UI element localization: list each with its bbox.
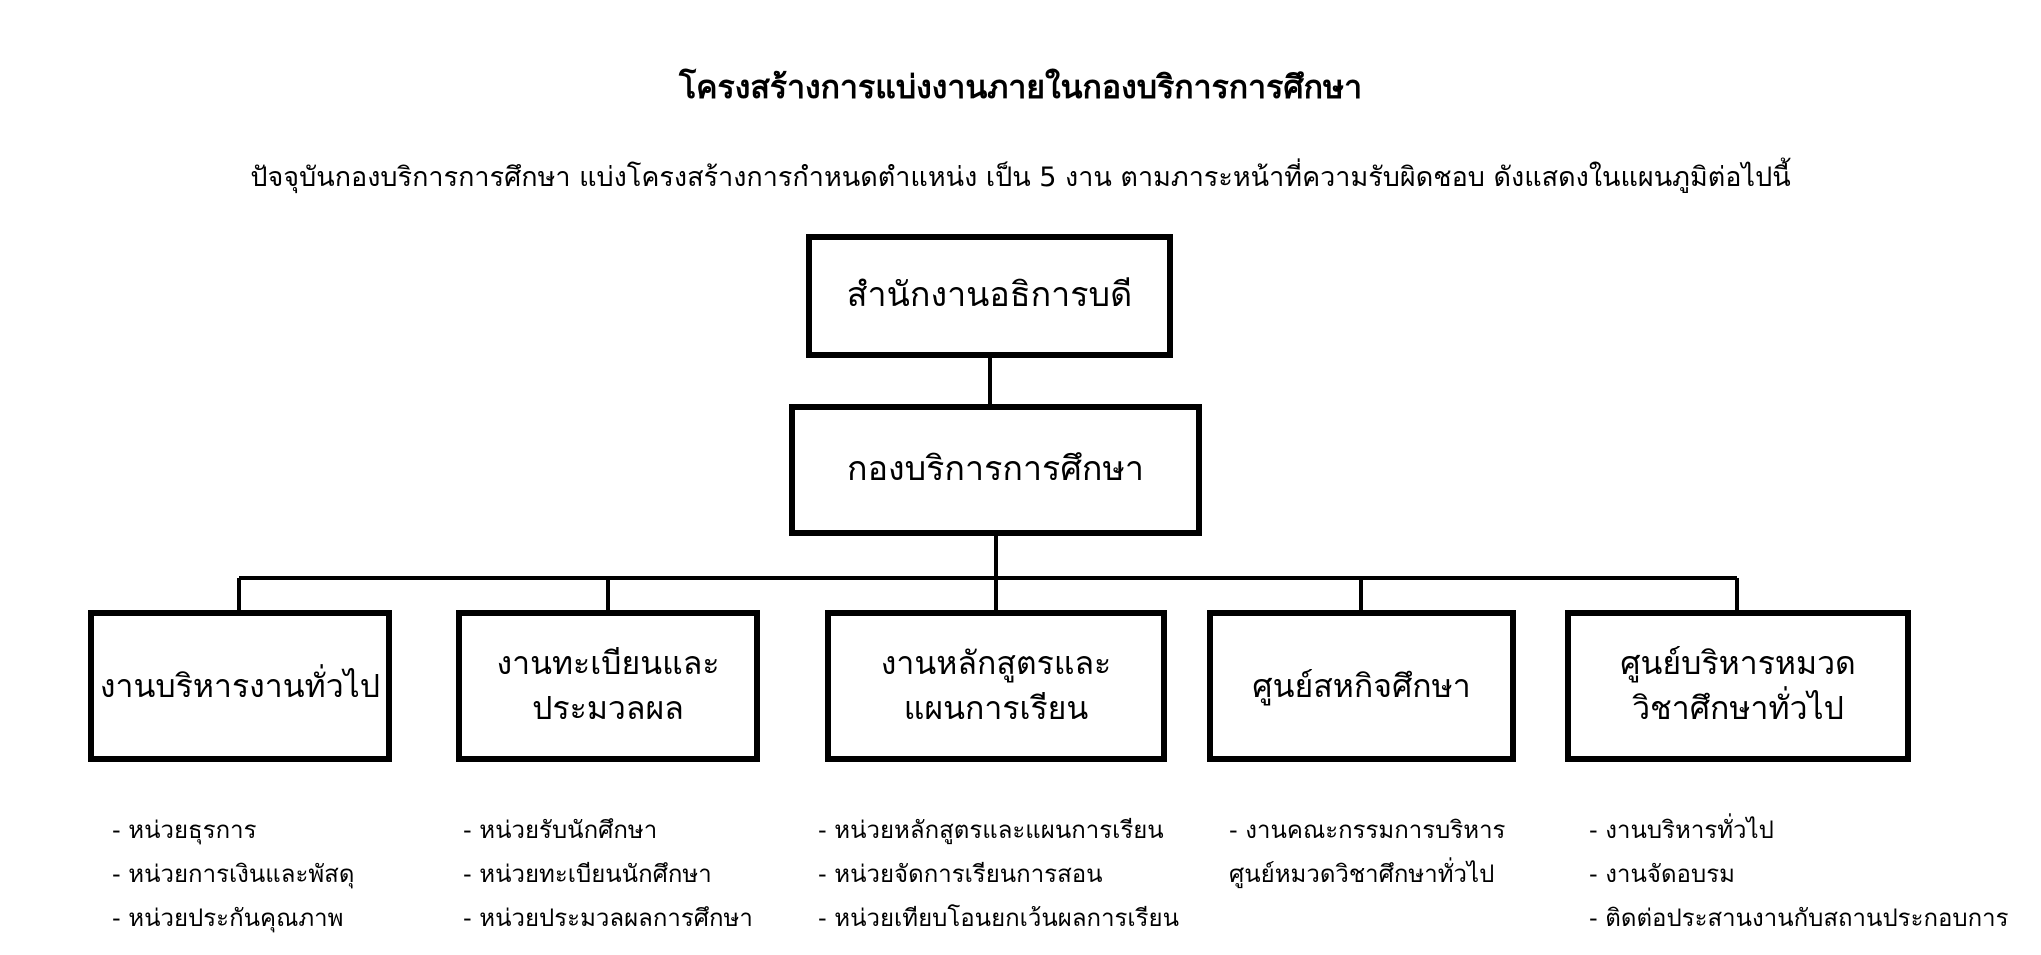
department-box-general-admin: งานบริหารงานทั่วไป — [88, 610, 392, 762]
list-item: - หน่วยจัดการเรียนการสอน — [818, 860, 1103, 888]
list-item: - หน่วยประกันคุณภาพ — [112, 904, 344, 932]
top-office-label: สำนักงานอธิการบดี — [846, 275, 1133, 316]
unit-list-general-admin: - หน่วยธุรการ - หน่วยการเงินและพัสดุ - ห… — [112, 808, 354, 940]
unit-list-coop-education: - งานคณะกรรมการบริหาร ศูนย์หมวดวิชาศึกษา… — [1229, 808, 1505, 896]
department-box-general-education: ศูนย์บริหารหมวด วิชาศึกษาทั่วไป — [1565, 610, 1911, 762]
department-label: ศูนย์สหกิจศึกษา — [1252, 666, 1471, 705]
department-label-line-1: งานทะเบียนและ — [496, 644, 720, 683]
list-item: - หน่วยประมวลผลการศึกษา — [463, 904, 753, 932]
list-item: ศูนย์หมวดวิชาศึกษาทั่วไป — [1229, 860, 1495, 888]
department-label-line-2: ประมวลผล — [532, 689, 684, 727]
department-label-line-2: วิชาศึกษาทั่วไป — [1632, 689, 1844, 727]
page-title: โครงสร้างการแบ่งงานภายในกองบริการการศึกษ… — [678, 68, 1363, 106]
department-label-line-2: แผนการเรียน — [903, 689, 1089, 727]
top-office-box: สำนักงานอธิการบดี — [806, 234, 1173, 358]
list-item: - งานจัดอบรม — [1589, 860, 1735, 888]
list-item: - งานบริหารทั่วไป — [1589, 816, 1774, 844]
department-label: งานบริหารงานทั่วไป — [99, 666, 381, 705]
list-item: - หน่วยทะเบียนนักศึกษา — [463, 860, 712, 888]
department-label-line-1: ศูนย์บริหารหมวด — [1620, 644, 1856, 683]
unit-list-general-education: - งานบริหารทั่วไป - งานจัดอบรม - ติดต่อป… — [1589, 808, 2009, 940]
list-item: - ติดต่อประสานงานกับสถานประกอบการ — [1589, 904, 2009, 932]
department-box-coop-education: ศูนย์สหกิจศึกษา — [1207, 610, 1516, 762]
list-item: - งานคณะกรรมการบริหาร — [1229, 816, 1506, 844]
list-item: - หน่วยหลักสูตรและแผนการเรียน — [818, 816, 1164, 844]
department-box-curriculum: งานหลักสูตรและ แผนการเรียน — [825, 610, 1167, 762]
list-item: - หน่วยธุรการ — [112, 816, 257, 844]
unit-list-registration: - หน่วยรับนักศึกษา - หน่วยทะเบียนนักศึกษ… — [463, 808, 753, 940]
unit-list-curriculum: - หน่วยหลักสูตรและแผนการเรียน - หน่วยจัด… — [818, 808, 1179, 940]
department-label-line-1: งานหลักสูตรและ — [880, 644, 1112, 683]
list-item: - หน่วยการเงินและพัสดุ — [112, 860, 355, 888]
list-item: - หน่วยรับนักศึกษา — [463, 816, 658, 844]
intro-text: ปัจจุบันกองบริการการศึกษา แบ่งโครงสร้างก… — [250, 162, 1791, 193]
list-item: - หน่วยเทียบโอนยกเว้นผลการเรียน — [818, 904, 1179, 932]
division-label: กองบริการการศึกษา — [846, 449, 1144, 490]
department-box-registration: งานทะเบียนและ ประมวลผล — [456, 610, 760, 762]
division-box: กองบริการการศึกษา — [789, 404, 1202, 536]
